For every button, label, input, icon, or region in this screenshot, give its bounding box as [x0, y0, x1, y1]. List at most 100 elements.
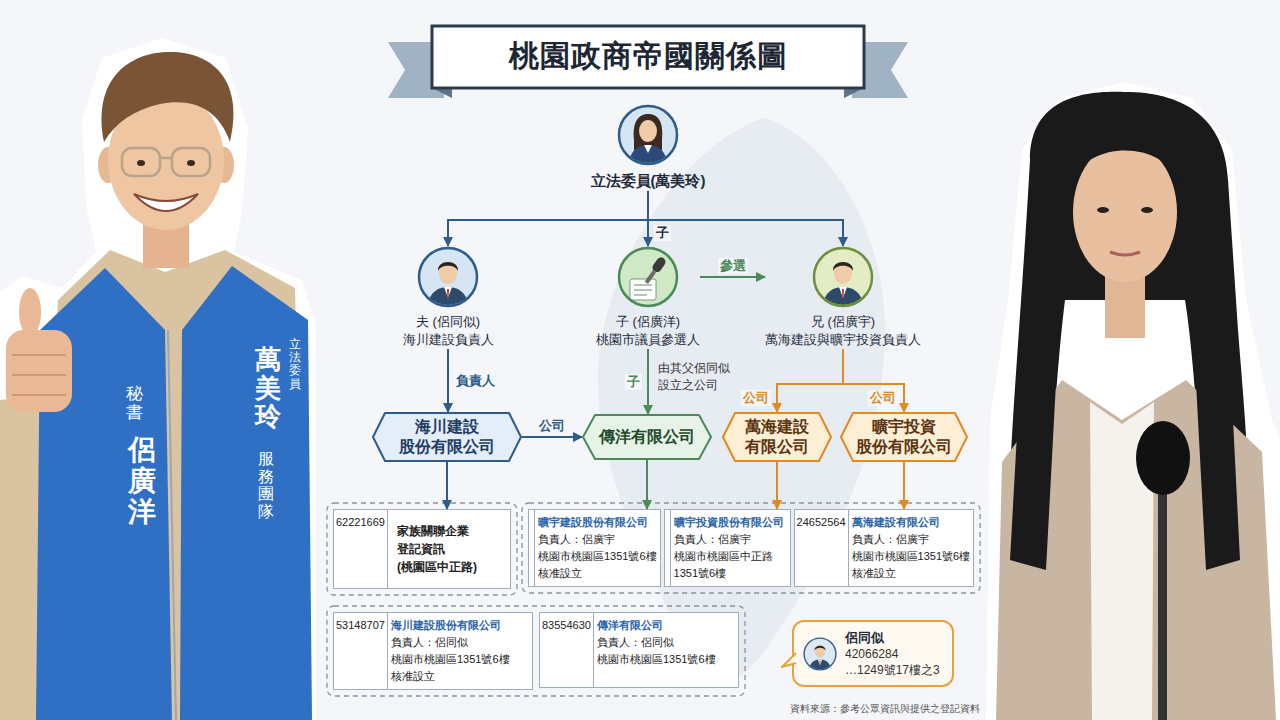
person-node: 兄 (侶廣宇)萬海建設與曠宇投資負責人 [765, 246, 921, 349]
card-body: 海川建設股份有限公司負責人：侶同似桃園市桃園區1351號6樓核准設立 [388, 613, 513, 689]
person-icon [639, 120, 657, 142]
edge-label: 子 [625, 374, 642, 390]
person-icon [819, 660, 820, 665]
company-hexagon: 傳洋有限公司 [582, 414, 712, 460]
edge-label: 公司 [537, 418, 567, 434]
left-photo-person [172, 148, 210, 176]
connector-arrow [522, 436, 582, 438]
callout-tail [782, 653, 796, 667]
connector-arrow [647, 349, 649, 414]
connector-arrow [448, 191, 648, 246]
person-icon [447, 289, 449, 298]
company-name: 曠宇投資股份有限公司 [674, 514, 787, 531]
vest-lettering: 秘書 [126, 385, 143, 422]
person-icon [842, 289, 844, 298]
connector-arrow [648, 191, 843, 246]
registry-card: 曠宇建設股份有限公司負責人：侶廣宇桃園市桃園區1351號6樓核准設立 [528, 509, 661, 587]
person-icon [814, 248, 872, 306]
left-photo-person [19, 288, 41, 336]
person-role: 萬海建設與曠宇投資負責人 [765, 331, 921, 349]
dashed-group [327, 503, 517, 595]
person-icon [815, 645, 825, 657]
callout-tail [781, 652, 797, 670]
company-name: 海川建設 股份有限公司 [386, 417, 508, 457]
company-hexagon: 曠宇投資 股份有限公司 [840, 412, 968, 462]
left-photo-person [6, 330, 72, 412]
vest-lettering: 立法委員 [289, 338, 301, 391]
edge-label: 子 [654, 225, 671, 241]
company-name: 海川建設股份有限公司 [391, 617, 510, 634]
registry-line: 桃園市桃園區1351號6樓 [852, 548, 971, 565]
company-name: 萬海建設 有限公司 [736, 417, 818, 457]
person-icon [417, 246, 479, 308]
company-hexagon: 海川建設 股份有限公司 [372, 412, 522, 462]
person-icon [444, 287, 452, 298]
person-icon [419, 248, 477, 306]
card-margin [529, 510, 535, 586]
company-name: 曠宇投資 股份有限公司 [854, 417, 954, 457]
registration-number: 62221669 [334, 510, 388, 588]
person-name: 侶同似 [845, 629, 940, 646]
callout-text: 侶同似42066284…1249號17樓之3 [845, 629, 940, 678]
registry-line: 負責人：侶同似 [391, 634, 510, 651]
right-photo-person [1110, 252, 1140, 255]
registry-card: 83554630傳洋有限公司負責人：侶同似桃園市桃園區1351號6樓 [539, 612, 739, 688]
person-icon [812, 246, 874, 308]
person-icon [839, 287, 847, 298]
right-photo-person [1097, 207, 1109, 213]
connector-arrow [776, 462, 778, 509]
registration-number: 83554630 [540, 613, 594, 687]
company-hexagon: 萬海建設 有限公司 [722, 412, 832, 462]
person-node: 子 (侶廣洋)桃園市議員參選人 [596, 246, 700, 349]
person-name: 兄 (侶廣宇) [765, 313, 921, 331]
company-name: 曠宇建設股份有限公司 [538, 514, 657, 531]
vest-lettering: 萬美玲 [255, 345, 281, 431]
card-body: 傳洋有限公司負責人：侶同似桃園市桃園區1351號6樓 [594, 613, 719, 687]
taiwan-map-silhouette [598, 118, 885, 686]
hexagon-outline [841, 413, 967, 461]
person-icon [803, 637, 837, 671]
left-photo-person [134, 194, 198, 211]
person-icon [617, 104, 679, 166]
registry-line: 負責人：侶廣宇 [538, 531, 657, 548]
id-number: 42066284 [845, 646, 940, 662]
person-role: 桃園市議員參選人 [596, 331, 700, 349]
registry-line: 核准設立 [852, 565, 971, 582]
right-photo-person [1190, 200, 1240, 570]
person-node: 立法委員(萬美玲) [591, 104, 706, 191]
registry-line: 負責人：侶廣宇 [852, 531, 971, 548]
person-icon [814, 248, 872, 306]
left-photo-person [122, 148, 160, 176]
person-role: 海川建設負責人 [403, 331, 494, 349]
dashed-group [522, 503, 980, 593]
edge-label: 負責人 [454, 373, 497, 389]
registry-card: 24652564萬海建設有限公司負責人：侶廣宇桃園市桃園區1351號6樓核准設立 [794, 509, 975, 587]
edge-label: 參選 [718, 258, 748, 274]
person-icon [634, 285, 652, 295]
person-name: 夫 (侶同似) [403, 313, 494, 331]
person-icon [628, 114, 668, 166]
left-photo-person [102, 52, 234, 142]
person-node: 夫 (侶同似)海川建設負責人 [403, 246, 494, 349]
registry-card: 曠宇投資股份有限公司負責人：侶廣宇桃園市桃園區中正路 1351號6樓 [664, 509, 791, 587]
hexagon-outline [373, 413, 521, 461]
vest-lettering: 服務團隊 [258, 450, 274, 520]
registry-line: 桃園市桃園區中正路 1351號6樓 [674, 548, 787, 582]
company-name: 傳洋有限公司 [599, 427, 695, 447]
person-icon [804, 638, 836, 670]
left-photo-person [12, 355, 66, 395]
left-photo-person [0, 38, 316, 720]
right-photo-person [1072, 132, 1180, 185]
registry-line: 核准設立 [538, 565, 657, 582]
person-icon [644, 145, 652, 153]
person-icon [833, 262, 853, 271]
person-icon [619, 106, 677, 164]
right-photo-person [1073, 142, 1177, 282]
right-photo-person [1010, 200, 1062, 570]
edge-label: 公司 [741, 390, 771, 406]
card-body: 萬海建設有限公司負責人：侶廣宇桃園市桃園區1351號6樓核准設立 [849, 510, 974, 586]
dashed-group [327, 503, 980, 696]
hexagon-outline [583, 415, 711, 459]
person-icon [419, 248, 477, 306]
right-photo-person [986, 82, 1280, 720]
